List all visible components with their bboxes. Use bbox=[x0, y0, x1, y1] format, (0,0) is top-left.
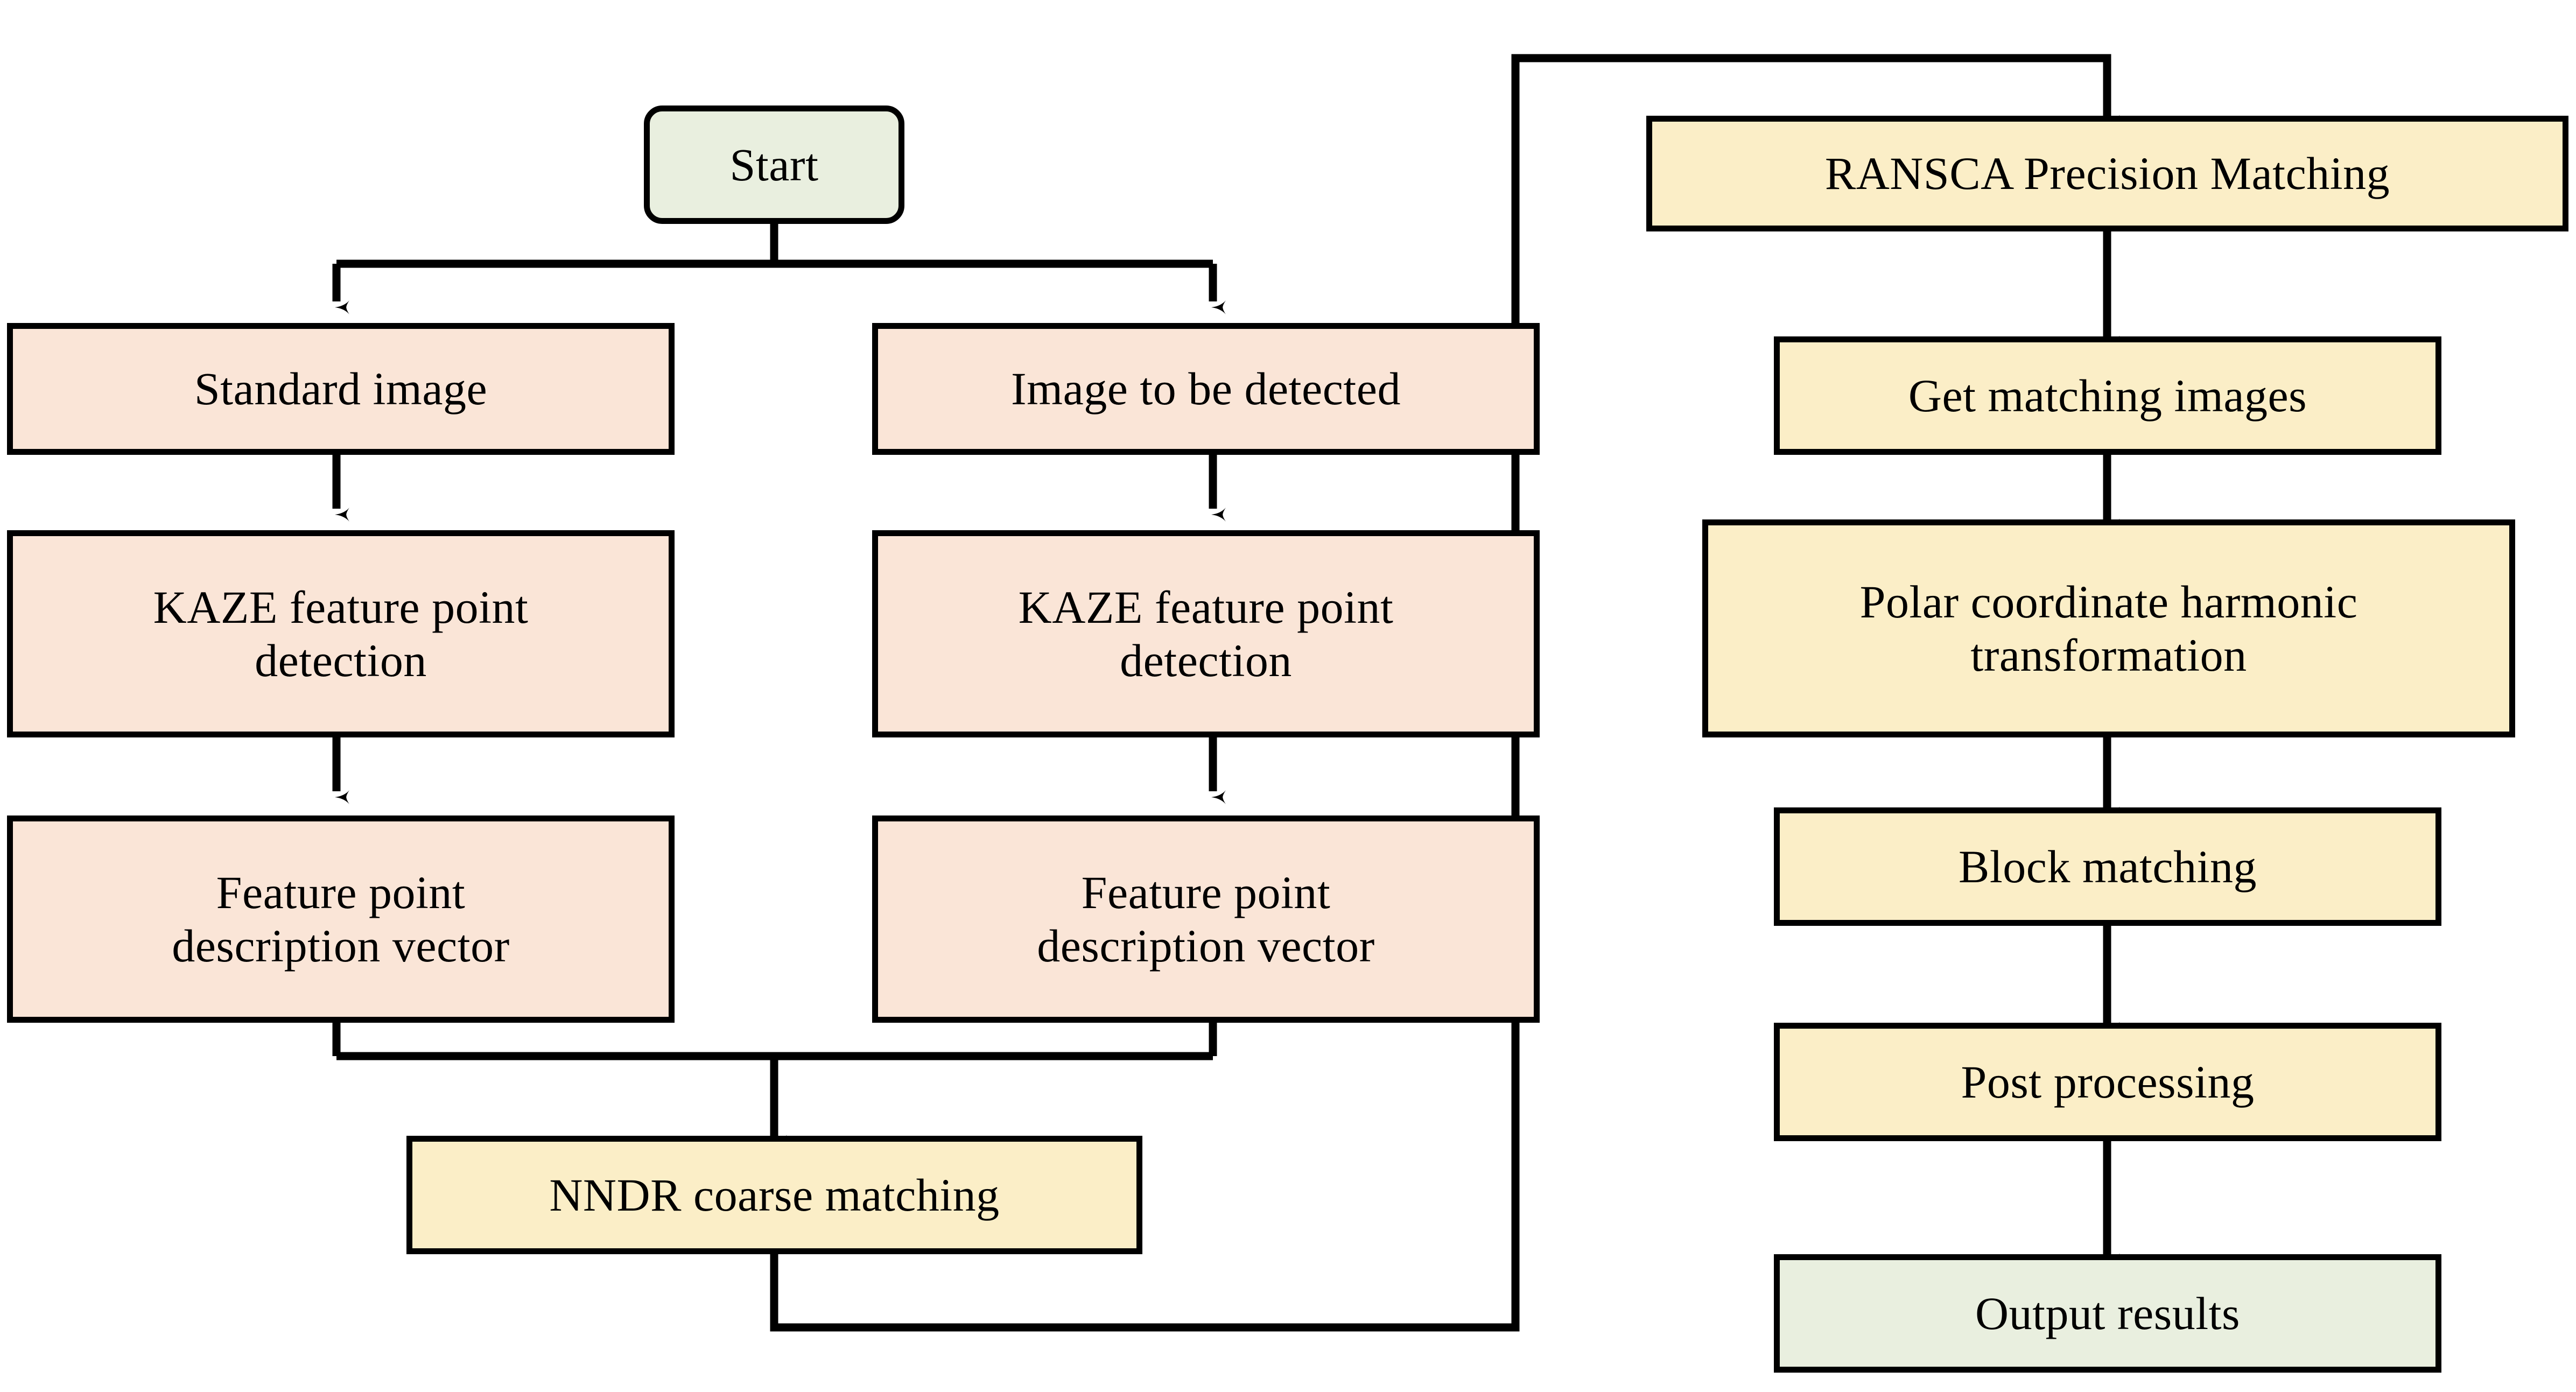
node-block-matching-label: Block matching bbox=[1959, 840, 2257, 892]
node-nndr-coarse-matching-label: NNDR coarse matching bbox=[549, 1169, 1000, 1221]
node-feature-descriptor-left-label: Feature point description vector bbox=[172, 867, 510, 972]
node-standard-image[interactable]: Standard image bbox=[7, 323, 675, 455]
node-output-results-label: Output results bbox=[1975, 1287, 2240, 1339]
node-output-results[interactable]: Output results bbox=[1774, 1254, 2441, 1373]
node-polar-coordinate-harmonic-transformation[interactable]: Polar coordinate harmonic transformation bbox=[1702, 519, 2515, 737]
node-polar-coordinate-harmonic-transformation-label: Polar coordinate harmonic transformation bbox=[1859, 576, 2358, 681]
node-image-to-be-detected-label: Image to be detected bbox=[1011, 363, 1401, 415]
node-nndr-coarse-matching[interactable]: NNDR coarse matching bbox=[406, 1136, 1142, 1254]
node-block-matching[interactable]: Block matching bbox=[1774, 807, 2441, 926]
node-kaze-feature-detection-left[interactable]: KAZE feature point detection bbox=[7, 530, 675, 737]
node-ransca-precision-matching-label: RANSCA Precision Matching bbox=[1824, 147, 2390, 200]
node-start-label: Start bbox=[729, 138, 819, 191]
node-get-matching-images[interactable]: Get matching images bbox=[1774, 336, 2441, 455]
node-kaze-feature-detection-right[interactable]: KAZE feature point detection bbox=[872, 530, 1540, 737]
node-image-to-be-detected[interactable]: Image to be detected bbox=[872, 323, 1540, 455]
node-kaze-feature-detection-left-label: KAZE feature point detection bbox=[153, 581, 529, 686]
node-ransca-precision-matching[interactable]: RANSCA Precision Matching bbox=[1646, 116, 2568, 231]
node-feature-descriptor-right[interactable]: Feature point description vector bbox=[872, 815, 1540, 1023]
node-feature-descriptor-left[interactable]: Feature point description vector bbox=[7, 815, 675, 1023]
node-start[interactable]: Start bbox=[644, 106, 904, 224]
node-kaze-feature-detection-right-label: KAZE feature point detection bbox=[1018, 581, 1394, 686]
node-get-matching-images-label: Get matching images bbox=[1908, 369, 2307, 421]
node-standard-image-label: Standard image bbox=[194, 363, 488, 415]
node-feature-descriptor-right-label: Feature point description vector bbox=[1037, 867, 1375, 972]
node-post-processing-label: Post processing bbox=[1961, 1056, 2255, 1108]
node-post-processing[interactable]: Post processing bbox=[1774, 1023, 2441, 1141]
